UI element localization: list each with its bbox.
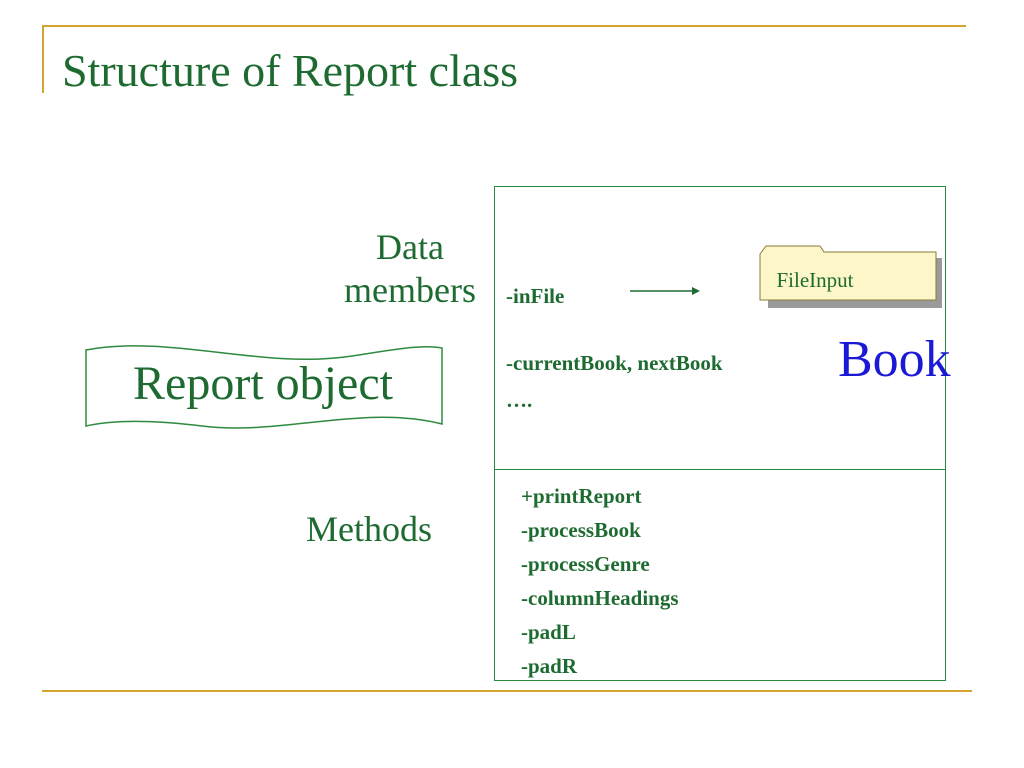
member-infile: -inFile	[506, 284, 565, 308]
frame-accent-left	[42, 25, 44, 93]
method-column-headings: -columnHeadings	[521, 586, 679, 610]
method-process-genre: -processGenre	[521, 552, 650, 576]
data-members-label: Data members	[320, 226, 500, 312]
methods-label: Methods	[306, 509, 432, 549]
folder-note-icon	[759, 245, 942, 308]
report-object-label: Report object	[133, 357, 393, 410]
arrow-icon	[630, 287, 700, 295]
book-label: Book	[838, 331, 951, 388]
method-print-report: +printReport	[521, 484, 642, 508]
frame-accent-bottom	[42, 690, 972, 692]
member-current-book: -currentBook, nextBook	[506, 351, 723, 375]
methods-list: +printReport -processBook -processGenre …	[521, 479, 679, 683]
class-box	[494, 186, 946, 681]
slide-title: Structure of Report class	[62, 45, 519, 96]
member-ellipsis: ….	[506, 388, 533, 412]
data-members-label-line1: Data	[376, 227, 444, 267]
report-object-banner-shape	[85, 345, 443, 429]
class-box-divider	[494, 469, 946, 470]
data-members-label-line2: members	[344, 270, 476, 310]
method-pad-l: -padL	[521, 620, 576, 644]
fileinput-label: FileInput	[776, 268, 854, 292]
method-pad-r: -padR	[521, 654, 578, 678]
method-process-book: -processBook	[521, 518, 641, 542]
frame-accent-top	[42, 25, 966, 27]
